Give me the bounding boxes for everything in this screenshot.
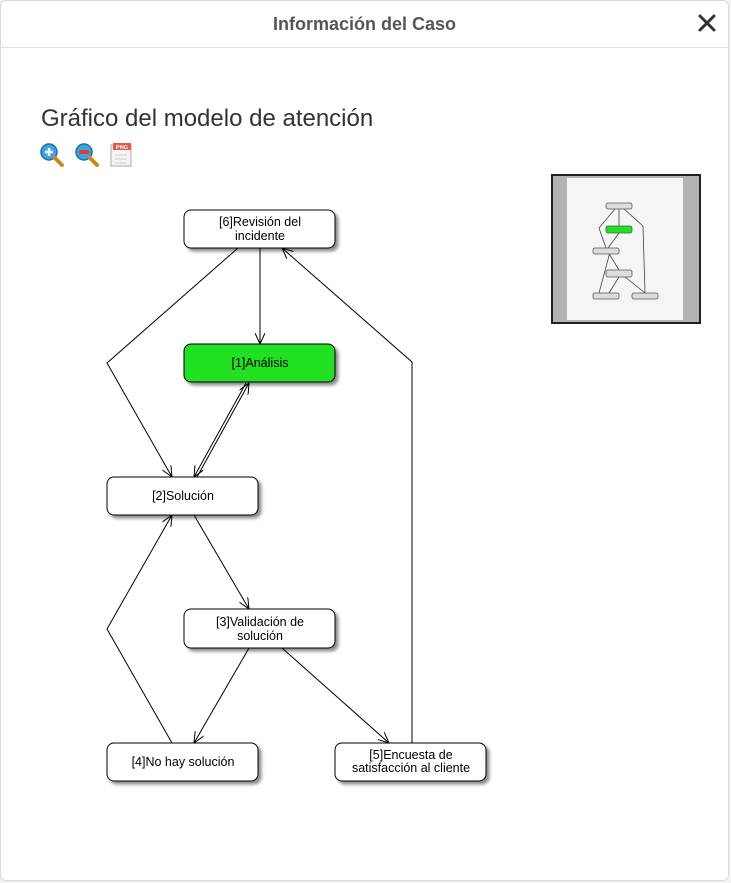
graph-nodes: [6]Revisión del incidente [1]Análisis [2… (106, 209, 487, 782)
edge-4-to-2 (106, 515, 172, 744)
edge-6-to-2 (106, 247, 239, 477)
png-badge-label: PNG (116, 145, 128, 151)
png-export-icon[interactable]: PNG (109, 142, 135, 168)
node-5-encuesta-satisfaccion[interactable]: [5]Encuesta de satisfacción al cliente (334, 742, 487, 782)
section-title: Gráfico del modelo de atención (41, 105, 374, 132)
edge-3-to-5 (281, 647, 389, 743)
node-4-label: [4]No hay solución (132, 755, 235, 769)
zoom-out-icon[interactable] (74, 142, 100, 168)
node-3-label-line2: solución (237, 629, 283, 643)
edge-5-to-6 (282, 248, 413, 743)
edge-3-to-4 (194, 647, 250, 743)
node-4-no-hay-solucion[interactable]: [4]No hay solución (106, 742, 259, 782)
node-6-revision-incidente[interactable]: [6]Revisión del incidente (183, 209, 336, 249)
node-6-label-line1: [6]Revisión del (219, 215, 301, 229)
node-3-validacion-solucion[interactable]: [3]Validación de solución (183, 608, 336, 649)
minimap-view[interactable] (553, 176, 699, 322)
node-2-label: [2]Solución (152, 489, 214, 503)
node-1-analisis[interactable]: [1]Análisis (183, 343, 336, 383)
node-2-solucion[interactable]: [2]Solución (106, 476, 259, 516)
close-icon[interactable] (696, 12, 718, 34)
modal-title: Información del Caso (272, 14, 457, 34)
node-6-label-line2: incidente (235, 229, 285, 243)
edge-2-to-3 (193, 514, 249, 609)
node-3-label-line1: [3]Validación de (216, 615, 304, 629)
node-5-label-line2: satisfacción al cliente (352, 761, 470, 775)
edge-2-to-1 (196, 383, 249, 478)
node-1-label: [1]Análisis (232, 356, 289, 370)
graph-minimap[interactable] (551, 174, 701, 324)
modal-header: Información del Caso (1, 1, 728, 48)
graph-edges (106, 247, 413, 744)
node-5-label-line1: [5]Encuesta de (369, 748, 452, 762)
zoom-in-icon[interactable] (39, 142, 65, 168)
edge-1-to-2 (194, 382, 247, 477)
